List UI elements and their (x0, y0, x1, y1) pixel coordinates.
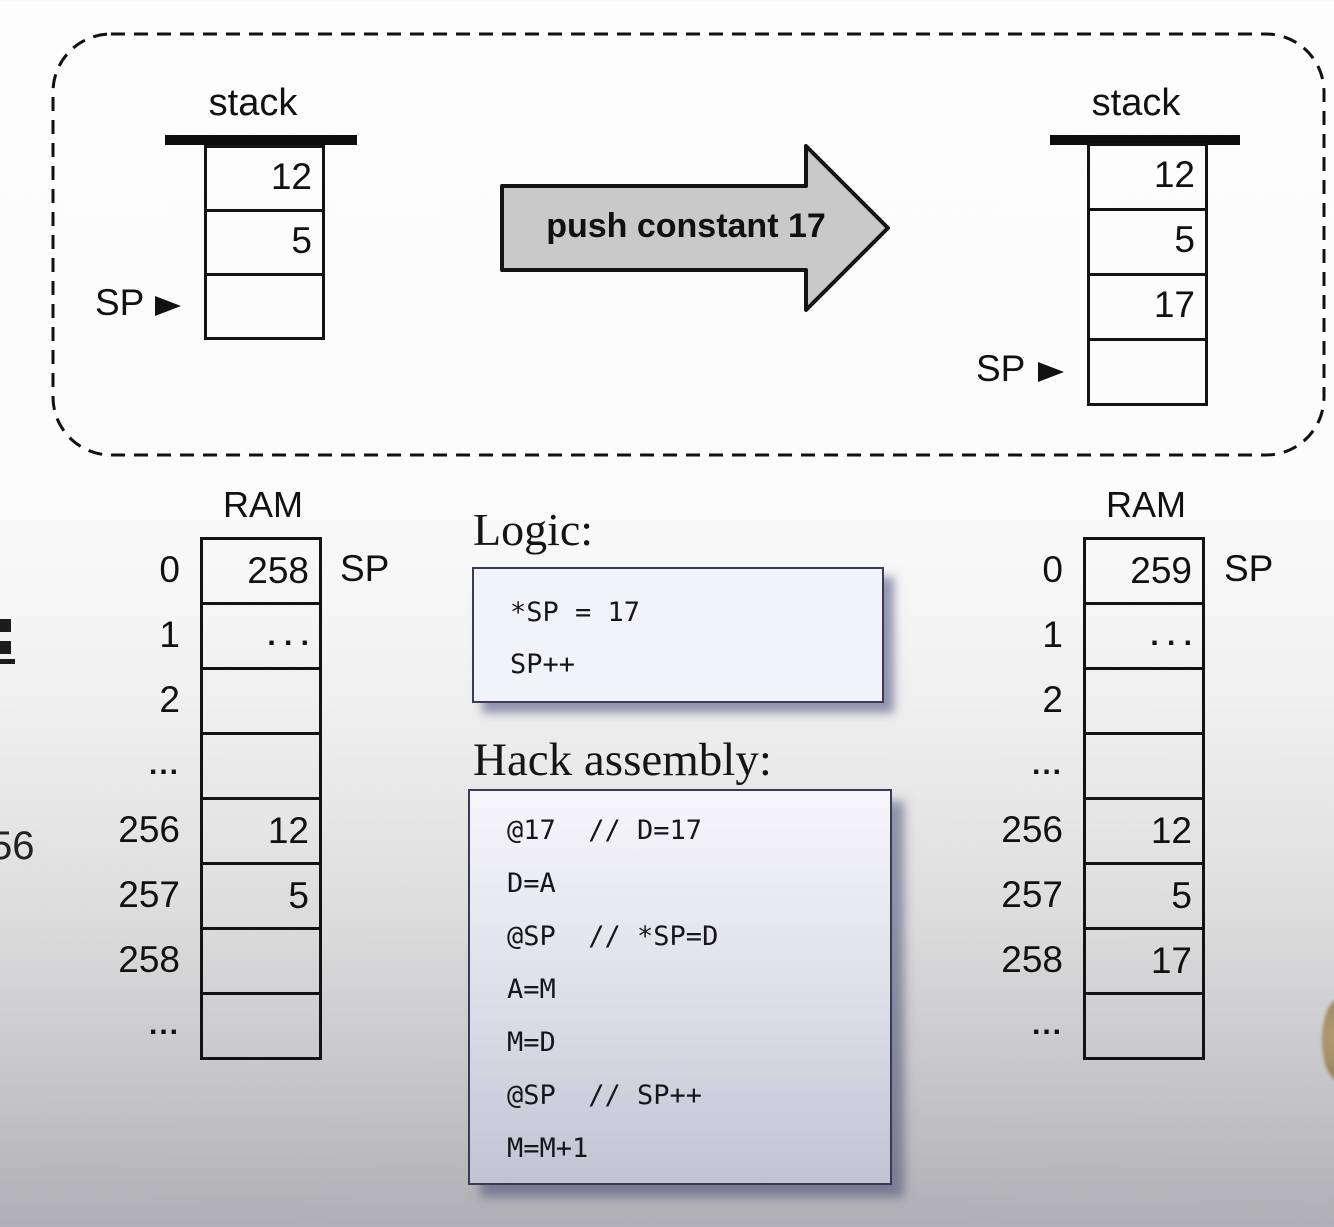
ram-address: ... (148, 748, 180, 781)
ram-after-title: RAM (1106, 484, 1186, 525)
ram-cell: 5 (1083, 862, 1205, 930)
stack-after-sp-arrow-icon (1038, 362, 1064, 382)
ram-cell: . . . (1083, 602, 1205, 670)
assembly-code-line: @17 // D=17 (507, 815, 703, 846)
assembly-code-line: M=M+1 (507, 1133, 589, 1164)
ram-row: ... (963, 732, 1205, 800)
ram-cell: 12 (1083, 797, 1205, 865)
ram-address: 257 (1001, 874, 1063, 915)
logic-code-box: *SP = 17 SP++ (472, 567, 884, 703)
stack-after-sp-label: SP (976, 348, 1026, 389)
push-arrow-label: push constant 17 (546, 207, 826, 245)
ram-address: 2 (159, 679, 180, 720)
cutoff-text-fragment-underline (0, 659, 15, 664)
ram-before-sp-label: SP (340, 548, 390, 589)
ram-before-rows: 0 258 1 . . . 2... 256 12 257 5 258... (80, 537, 322, 1060)
ram-cell: 5 (200, 862, 322, 930)
ram-address: 1 (1042, 614, 1063, 655)
assembly-code-line: @SP // *SP=D (507, 921, 719, 952)
ram-cell (200, 667, 322, 735)
ram-address: 1 (159, 614, 180, 655)
ram-cell (200, 992, 322, 1060)
stack-cell: 5 (204, 209, 325, 276)
stack-cell (204, 273, 325, 340)
ram-cell: . . . (200, 602, 322, 670)
assembly-code-line: D=A (507, 868, 556, 899)
ram-row: ... (80, 732, 322, 800)
ram-row: ... (963, 992, 1205, 1060)
ram-cell (200, 732, 322, 800)
ram-row: 256 12 (963, 797, 1205, 865)
ram-cell (1083, 732, 1205, 800)
assembly-code-line: M=D (507, 1027, 556, 1058)
stack-cell: 12 (204, 145, 325, 212)
ram-address: 257 (118, 874, 180, 915)
ram-row: ... (80, 992, 322, 1060)
ram-address: ... (1031, 1008, 1063, 1041)
ram-row: 1 . . . (963, 602, 1205, 670)
stack-cell: 5 (1087, 208, 1208, 276)
ram-row: 256 12 (80, 797, 322, 865)
assembly-code-line: @SP // SP++ (507, 1080, 703, 1111)
ram-after-rows: 0 259 1 . . . 2... 256 12 257 5 258 17... (963, 537, 1205, 1060)
cutoff-number-fragment: 56 (0, 824, 35, 868)
ram-cell: 12 (200, 797, 322, 865)
webcam-person-sliver (1322, 1000, 1334, 1080)
logic-code-line: SP++ (510, 649, 576, 680)
ram-cell: 258 (200, 537, 322, 605)
stack-cell (1087, 338, 1208, 406)
logic-heading: Logic: (473, 504, 594, 555)
ram-address: 0 (159, 549, 180, 590)
ram-address: ... (1031, 748, 1063, 781)
ram-after-sp-label: SP (1224, 548, 1274, 589)
stack-before-sp-label: SP (95, 282, 145, 323)
ram-address: 2 (1042, 679, 1063, 720)
ram-row: 2 (80, 667, 322, 735)
ram-cell (1083, 992, 1205, 1060)
stack-before-sp-arrow-icon (155, 296, 181, 316)
stack-after-title: stack (1091, 82, 1181, 124)
stack-before-topbar (165, 135, 357, 145)
ram-row: 0 259 (963, 537, 1205, 605)
ram-address: ... (148, 1008, 180, 1041)
stack-cell: 12 (1087, 143, 1208, 211)
stack-cell: 17 (1087, 273, 1208, 341)
assembly-code-line: A=M (507, 974, 556, 1005)
logic-code-line: *SP = 17 (510, 597, 641, 628)
ram-row: 2 (963, 667, 1205, 735)
stack-before-title: stack (208, 82, 298, 124)
ram-address: 0 (1042, 549, 1063, 590)
ram-cell (1083, 667, 1205, 735)
ram-row: 0 258 (80, 537, 322, 605)
cutoff-text-fragment-dot (0, 641, 11, 654)
ram-cell: 17 (1083, 927, 1205, 995)
ram-address: 256 (1001, 809, 1063, 850)
assembly-heading: Hack assembly: (473, 734, 772, 786)
ram-cell: 259 (1083, 537, 1205, 605)
ram-row: 1 . . . (80, 602, 322, 670)
ram-address: 256 (118, 809, 180, 850)
ram-before-title: RAM (223, 484, 303, 525)
ram-cell (200, 927, 322, 995)
cutoff-text-fragment-dot (0, 619, 11, 632)
ram-address: 258 (1001, 939, 1063, 980)
ram-address: 258 (118, 939, 180, 980)
ram-row: 257 5 (80, 862, 322, 930)
ram-row: 258 (80, 927, 322, 995)
ram-row: 258 17 (963, 927, 1205, 995)
ram-row: 257 5 (963, 862, 1205, 930)
stack-after-topbar (1050, 135, 1240, 145)
